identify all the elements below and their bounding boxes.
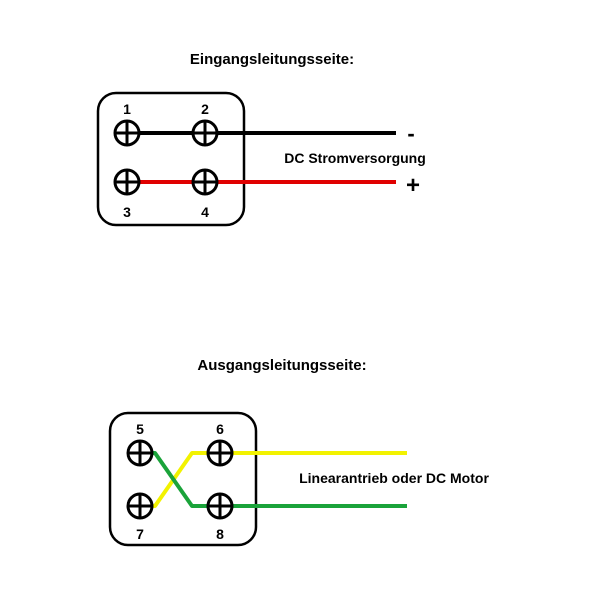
- terminal-7-label: 7: [136, 526, 144, 542]
- terminal-1-icon: [113, 119, 141, 147]
- input-connector-housing: [96, 91, 246, 227]
- terminal-2-icon: [191, 119, 219, 147]
- terminal-5-label: 5: [136, 421, 144, 437]
- terminal-8-label: 8: [216, 526, 224, 542]
- output-side-title: Ausgangsleitungsseite:: [197, 357, 366, 374]
- terminal-6-label: 6: [216, 421, 224, 437]
- output-connector-housing: [108, 411, 258, 547]
- terminal-4-label: 4: [201, 204, 209, 220]
- terminal-3-label: 3: [123, 204, 131, 220]
- terminal-3-icon: [113, 168, 141, 196]
- input-side-title: Eingangsleitungsseite:: [190, 51, 354, 68]
- terminal-7-icon: [126, 492, 154, 520]
- terminal-8-icon: [206, 492, 234, 520]
- load-label: Linearantrieb oder DC Motor: [299, 470, 489, 486]
- terminal-1-label: 1: [123, 101, 131, 117]
- terminal-5-icon: [126, 439, 154, 467]
- plus-sign: +: [406, 172, 420, 199]
- terminal-4-icon: [191, 168, 219, 196]
- terminal-2-label: 2: [201, 101, 209, 117]
- terminal-6-icon: [206, 439, 234, 467]
- minus-sign: -: [407, 121, 414, 146]
- supply-label: DC Stromversorgung: [284, 150, 426, 166]
